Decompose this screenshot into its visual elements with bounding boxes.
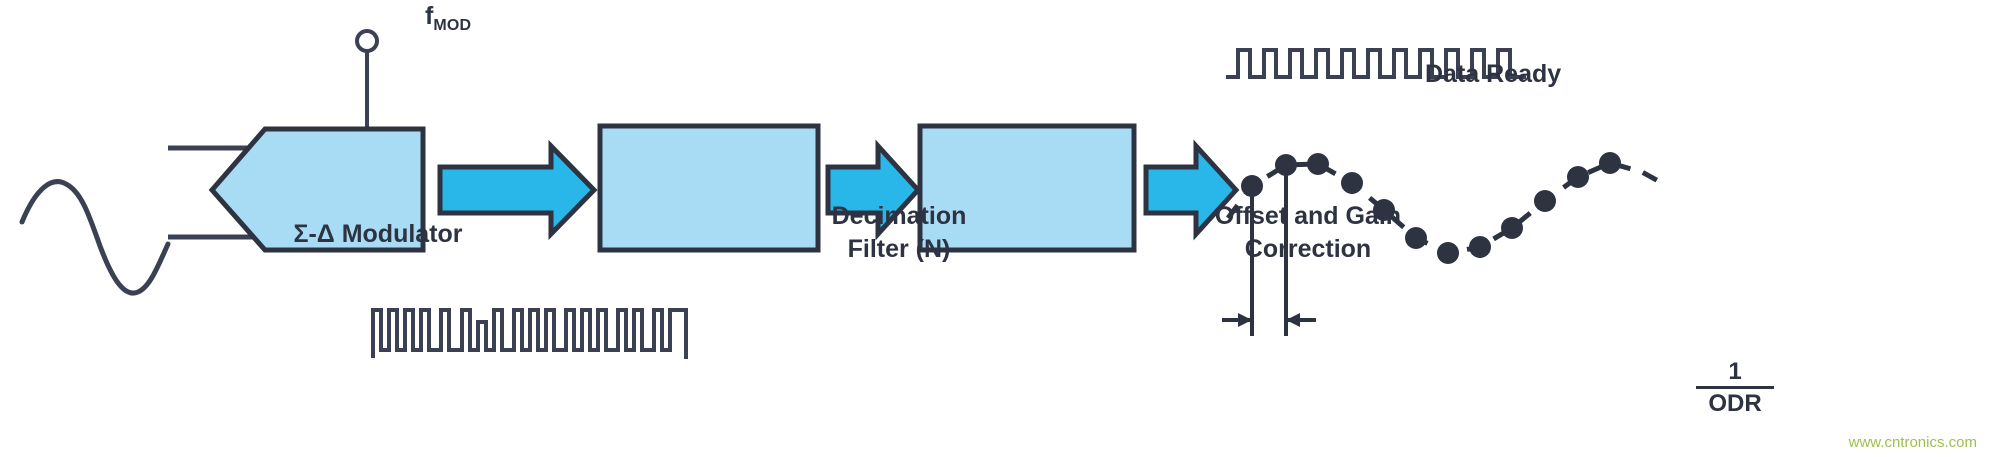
odr-dimension-annotation [1222, 158, 1316, 336]
data-ready-label: Data Ready [1425, 60, 1562, 88]
sample-point [1373, 199, 1395, 221]
sample-point [1567, 166, 1589, 188]
sample-point [1341, 172, 1363, 194]
fmod-clock-connection [355, 29, 379, 130]
data-ready-pulse-train [1226, 48, 1526, 79]
fraction-bar [1696, 386, 1774, 389]
modulator-bitstream-waveform [371, 308, 688, 359]
analog-input-sine-icon [19, 179, 171, 296]
modulator-label: Σ-Δ Modulator [293, 220, 463, 248]
sample-point [1437, 242, 1459, 264]
arrow-decimation-to-correction [825, 139, 922, 241]
sigma-delta-modulator-block[interactable] [208, 126, 426, 253]
arrow-correction-to-output [1143, 139, 1240, 241]
odr-fraction-label: 1 ODR [1690, 360, 1780, 416]
offset-gain-correction-block[interactable] [917, 123, 1137, 253]
fmod-label: fMOD [425, 2, 472, 34]
sample-point [1501, 217, 1523, 239]
odr-denominator: ODR [1708, 390, 1762, 417]
arrow-modulator-to-decimation [437, 139, 598, 241]
decimation-filter-block[interactable] [597, 123, 821, 253]
sample-point [1534, 190, 1556, 212]
sample-point [1599, 152, 1621, 174]
sample-point [1469, 236, 1491, 258]
odr-numerator: 1 [1728, 358, 1742, 385]
sample-point [1405, 227, 1427, 249]
sample-point [1307, 153, 1329, 175]
watermark: www.cntronics.com [1848, 434, 1977, 451]
